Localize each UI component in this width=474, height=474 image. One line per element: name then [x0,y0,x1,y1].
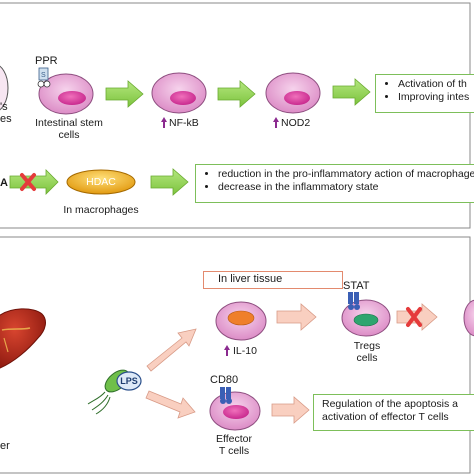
effector-label-2: T cells [218,445,250,457]
peach-arrow-up [146,328,197,372]
regulation-box: Regulation of the apoptosis a activation… [313,394,474,431]
nod2-cell [265,72,321,114]
cd80-receptor-icon [220,387,232,404]
peach-arrow-down [145,390,196,419]
effector-label-1: Effector [216,433,252,445]
intestinal-stem-cell [38,73,94,115]
stat-label: STAT [343,280,370,292]
left-cut-label-2: es [0,113,12,125]
lps-badge [116,371,142,391]
hdac-caption: In macrophages [63,204,139,216]
green-arrow-1 [105,80,144,108]
liver-tissue-box: In liver tissue [203,271,343,289]
nfkb-cell [151,72,207,114]
ppr-receptor: S [37,67,51,88]
il10-cell [215,301,267,341]
nfkb-label: NF-kB [169,117,199,129]
green-arrow-3 [332,78,371,106]
effector-t-cell [209,391,261,431]
peach-arrow-regulation [271,396,310,424]
liver-tissue-label: In liver tissue [218,273,283,285]
lps-label: LPS [120,376,138,386]
right-cut-cell [463,299,474,337]
regulation-line-2: activation of effector T cells [322,411,449,423]
outcome-item-2: Improving intes [398,91,474,104]
nfkb-up-arrow-icon [161,117,167,128]
tregs-label-2: cells [356,352,378,364]
peach-arrow-tregs [276,303,317,331]
left-cut-cell [0,65,9,111]
svg-text:S: S [41,72,46,79]
left-cut-label-1: 's [0,101,8,113]
stat-receptor-icon [348,292,360,310]
inhibition-arrow [9,169,59,195]
hdac-outcome-item-1: reduction in the pro-inflammatory action… [218,168,474,181]
hdac-node [66,169,136,195]
inhibit-x-icon-2 [406,307,422,327]
tregs-inhibition-arrow [396,303,438,331]
left-cut-er: er [0,440,10,452]
regulation-line-1: Regulation of the apoptosis a [322,398,459,410]
liver-icon [0,308,46,369]
outcome-box-top: Activation of th Improving intes [375,74,474,113]
intestinal-stem-cells-label-2: cells [58,129,80,141]
outcome-item-1: Activation of th [398,78,474,91]
hdac-outcome-box: reduction in the pro-inflammatory action… [195,164,474,203]
cd80-label: CD80 [210,374,239,386]
intestinal-stem-cells-label-1: Intestinal stem [35,117,103,129]
hdac-label: HDAC [86,176,116,188]
green-arrow-hdac [150,168,189,196]
tregs-label-1: Tregs [353,340,381,352]
green-arrow-2 [217,80,256,108]
nod2-up-arrow-icon [273,117,279,128]
nod2-label: NOD2 [281,117,311,129]
left-cut-a: A [0,177,8,189]
ppr-label: PPR [35,55,58,67]
inhibit-x-icon [20,173,36,191]
il10-up-arrow-icon [224,345,230,356]
hdac-outcome-item-2: decrease in the inflammatory state [218,181,474,194]
il10-label: IL-10 [233,345,257,357]
tregs-cell [341,299,391,337]
